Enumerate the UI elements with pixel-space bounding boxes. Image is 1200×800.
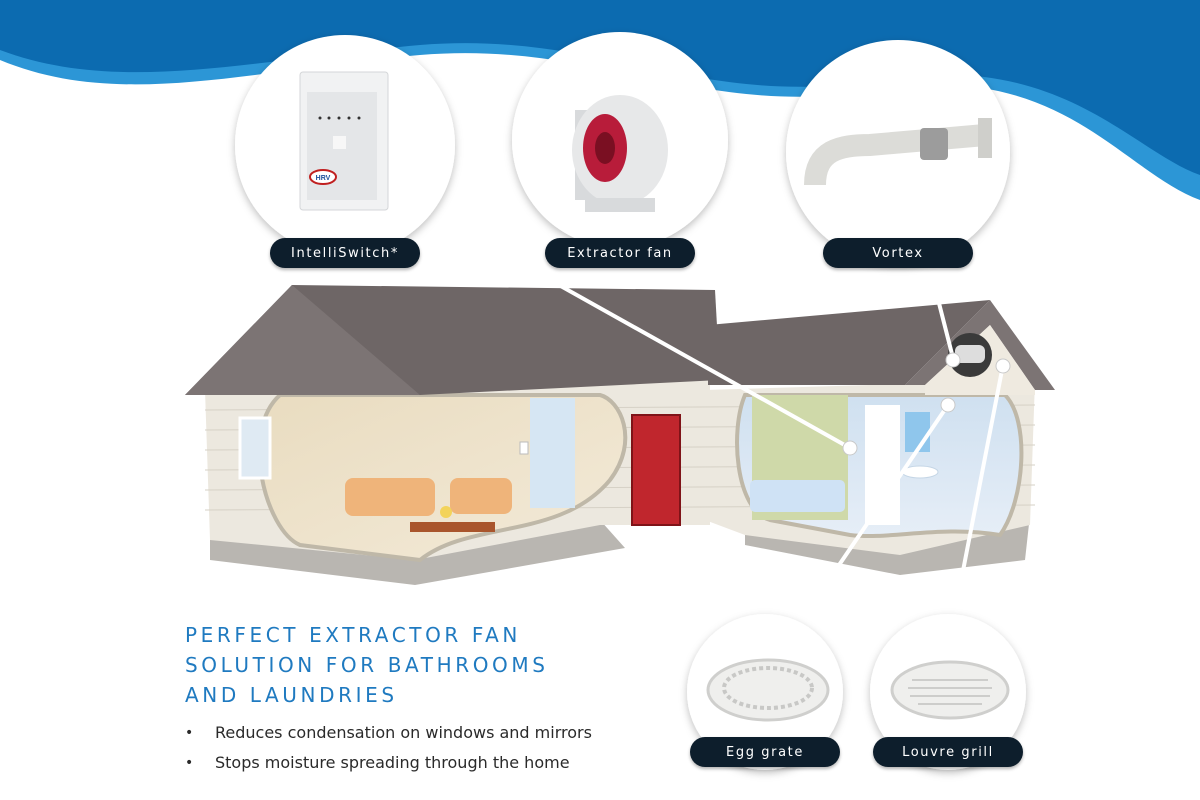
benefit-list: Reduces condensation on windows and mirr… <box>185 722 592 782</box>
headline-line: SOLUTION FOR BATHROOMS <box>185 653 549 677</box>
point-vortex <box>945 352 961 368</box>
intelliswitch-label: IntelliSwitch* <box>270 238 420 268</box>
vortex-image <box>804 118 992 186</box>
front-door <box>631 414 681 526</box>
coffee-table <box>410 522 495 532</box>
louvre-grill-label: Louvre grill <box>873 737 1023 767</box>
vortex-label: Vortex <box>823 238 973 268</box>
headline-line: AND LAUNDRIES <box>185 683 398 707</box>
roof-gable <box>905 300 1055 390</box>
headline: PERFECT EXTRACTOR FAN SOLUTION FOR BATHR… <box>185 620 549 710</box>
connector-lines <box>423 113 1005 617</box>
louvre-grill-image <box>890 660 1010 720</box>
headline-line: PERFECT EXTRACTOR FAN <box>185 623 521 647</box>
point-intelliswitch <box>842 440 858 456</box>
armchair <box>450 478 512 514</box>
point-egg-grate <box>940 397 956 413</box>
extractor-fan-image <box>572 95 668 212</box>
intelliswitch-image: HRV <box>299 71 389 211</box>
roof-left-front <box>185 285 420 395</box>
roof-right <box>708 300 990 385</box>
benefit-item: Stops moisture spreading through the hom… <box>185 752 592 782</box>
benefit-item: Reduces condensation on windows and mirr… <box>185 722 592 752</box>
egg-grate-label: Egg grate <box>690 737 840 767</box>
point-louvre-grill <box>995 358 1011 374</box>
svg-text:HRV: HRV <box>316 175 331 182</box>
sofa <box>345 478 435 516</box>
egg-grate-image <box>706 658 830 722</box>
extractor-fan-label: Extractor fan <box>545 238 695 268</box>
bed <box>750 480 845 512</box>
